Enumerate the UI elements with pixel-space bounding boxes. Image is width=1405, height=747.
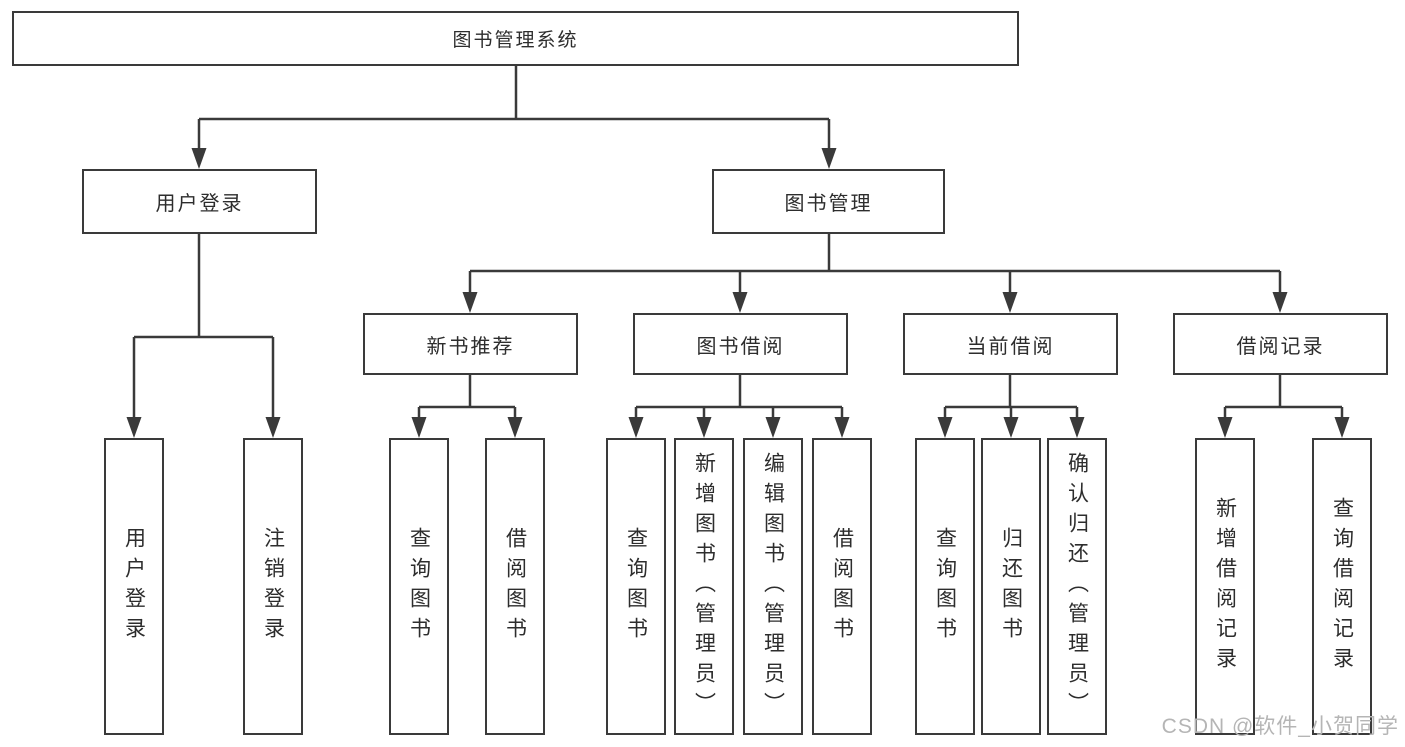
node-label: 用户登录 <box>155 193 244 215</box>
node-label: 借阅记录 <box>1236 335 1325 358</box>
node-label: 新书推荐 <box>426 335 515 358</box>
node-label: 图书管理系统 <box>452 30 579 51</box>
node-label: 图书借阅 <box>696 335 785 358</box>
leaf-query-book-recommend: 查询图书 <box>389 438 449 735</box>
leaf-add-borrow-record: 新增借阅记录 <box>1195 438 1255 735</box>
node-label: 归还图书 <box>999 526 1023 647</box>
leaf-user-login: 用户登录 <box>104 438 164 735</box>
node-label: 查询图书 <box>933 526 957 647</box>
leaf-add-book-admin: 新增图书（管理员） <box>674 438 734 735</box>
node-current-borrowing: 当前借阅 <box>903 313 1118 375</box>
leaf-return-book: 归还图书 <box>981 438 1041 735</box>
connector-path <box>132 65 1344 421</box>
leaf-confirm-return-admin: 确认归还（管理员） <box>1047 438 1107 735</box>
node-label: 新增图书（管理员） <box>692 451 716 722</box>
node-label: 查询借阅记录 <box>1330 496 1354 677</box>
leaf-borrow-book-borrowing: 借阅图书 <box>812 438 872 735</box>
leaf-query-book-current: 查询图书 <box>915 438 975 735</box>
node-label: 查询图书 <box>407 526 431 647</box>
leaf-query-borrow-record: 查询借阅记录 <box>1312 438 1372 735</box>
node-label: 借阅图书 <box>503 526 527 647</box>
node-library-management-system: 图书管理系统 <box>12 11 1019 66</box>
leaf-logout: 注销登录 <box>243 438 303 735</box>
leaf-borrow-book-recommend: 借阅图书 <box>485 438 545 735</box>
node-label: 查询图书 <box>624 526 648 647</box>
node-label: 确认归还（管理员） <box>1065 451 1089 722</box>
node-book-management: 图书管理 <box>712 169 945 234</box>
arrowhead-icons <box>126 148 1350 438</box>
node-label: 当前借阅 <box>966 335 1055 358</box>
leaf-edit-book-admin: 编辑图书（管理员） <box>743 438 803 735</box>
csdn-watermark: CSDN @软件_小贺同学 <box>1161 715 1399 738</box>
node-user-login: 用户登录 <box>82 169 317 234</box>
node-label: 新增借阅记录 <box>1213 496 1237 677</box>
node-label: 借阅图书 <box>830 526 854 647</box>
node-label: 编辑图书（管理员） <box>761 451 785 722</box>
node-label: 用户登录 <box>122 526 146 647</box>
node-label: 图书管理 <box>784 193 873 215</box>
node-book-borrowing: 图书借阅 <box>633 313 848 375</box>
node-label: 注销登录 <box>261 526 285 647</box>
node-borrowing-records: 借阅记录 <box>1173 313 1388 375</box>
leaf-query-book-borrowing: 查询图书 <box>606 438 666 735</box>
node-new-book-recommend: 新书推荐 <box>363 313 578 375</box>
